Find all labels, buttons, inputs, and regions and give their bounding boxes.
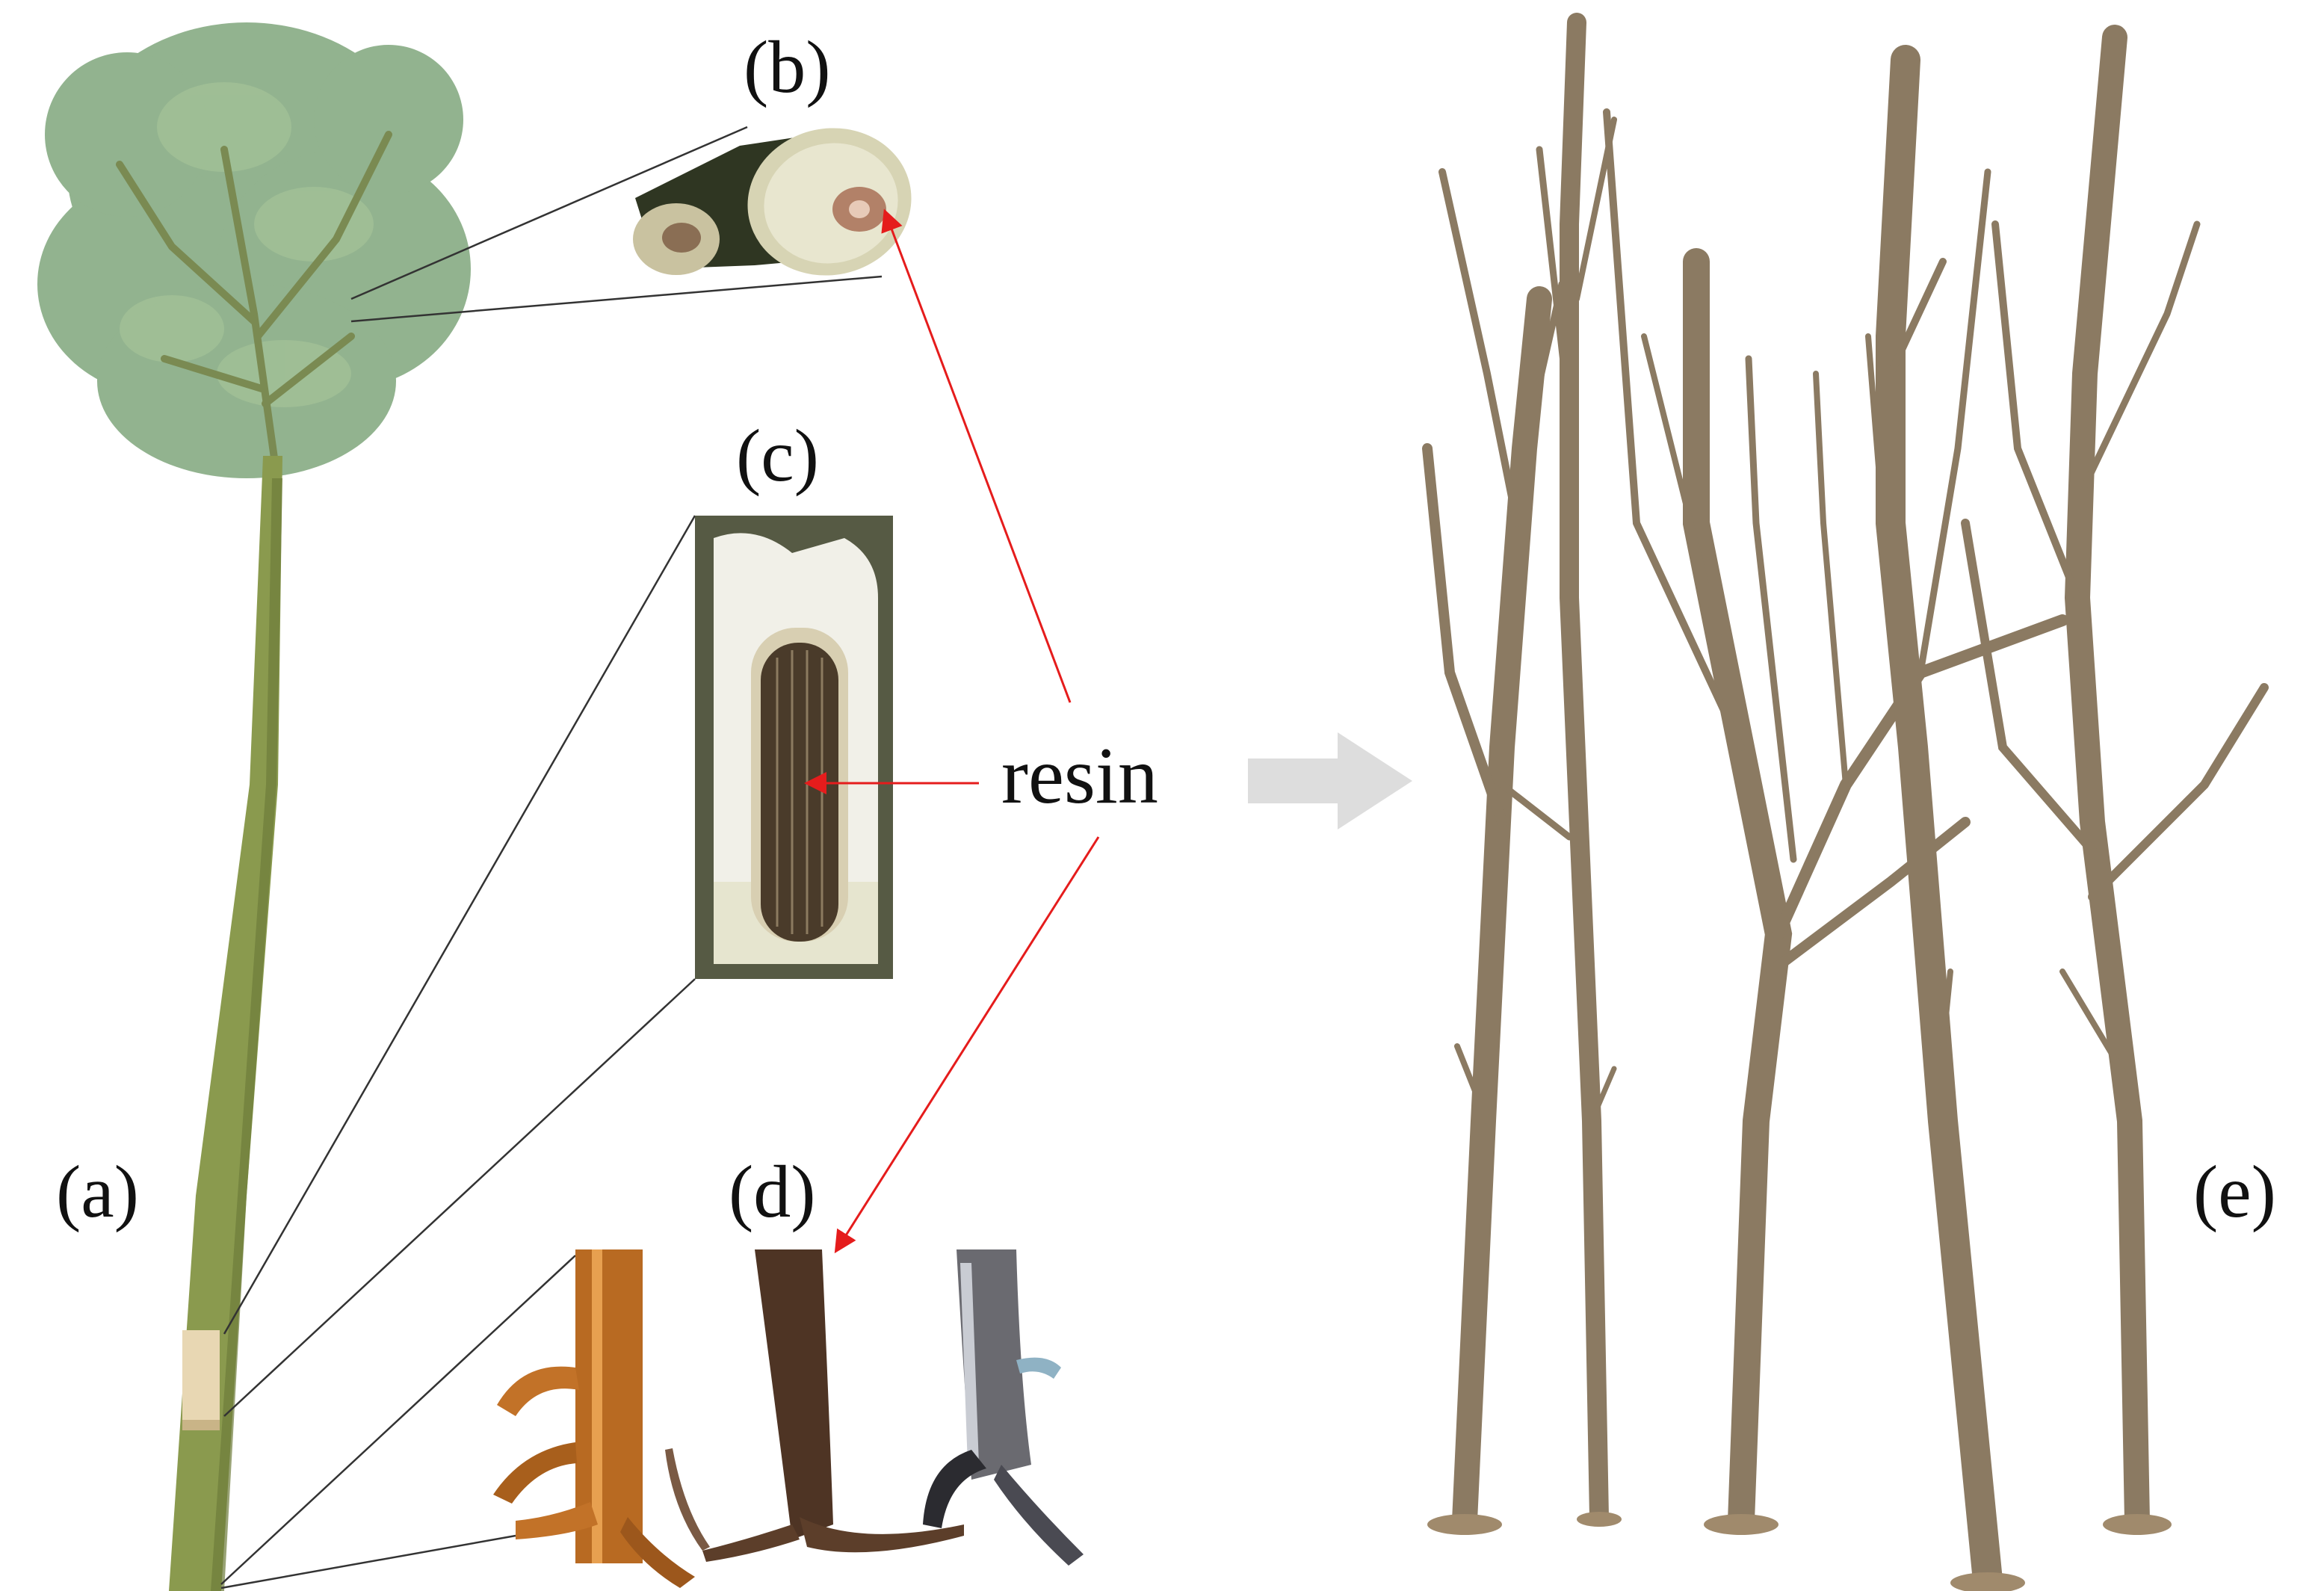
resin-arrows — [804, 208, 1100, 1254]
dead-tree-4 — [1865, 45, 2003, 1591]
panel-d-root-samples — [493, 1249, 1084, 1588]
resin-arrow-to-b — [881, 208, 1072, 703]
resin-label: resin — [1001, 732, 1158, 821]
trunk-wound-edge — [182, 1420, 220, 1430]
tree-trunk — [169, 456, 282, 1591]
small-section-core — [662, 223, 701, 253]
panel-label-c: (c) — [736, 414, 819, 497]
large-section-resin-core — [849, 200, 870, 218]
panel-label-b: (b) — [744, 25, 831, 108]
panel-c-wound-section — [695, 516, 893, 979]
large-section-inner — [764, 143, 898, 264]
panel-label-a: (a) — [56, 1150, 139, 1233]
root-sample-grey — [923, 1249, 1084, 1566]
dead-tree-2 — [1536, 13, 1617, 1527]
root-sample-amber — [493, 1249, 695, 1588]
panel-b-branch-section — [633, 128, 912, 276]
panel-a-living-tree — [37, 22, 471, 1591]
panel-label-e: (e) — [2193, 1150, 2276, 1233]
resin-channel — [761, 643, 838, 942]
tree-branches — [116, 131, 392, 467]
panel-label-d: (d) — [729, 1150, 816, 1233]
connector-lines — [220, 126, 883, 1590]
dead-tree-1 — [1422, 168, 1573, 1533]
resin-arrow-to-d — [834, 836, 1100, 1254]
right-arrow-icon — [1248, 732, 1412, 830]
dead-tree-bases — [1427, 1512, 2172, 1591]
trunk-wound — [182, 1330, 220, 1420]
dead-tree-5 — [1961, 25, 2269, 1533]
tree-crown-highlights — [120, 82, 374, 407]
root-sample-dark — [665, 1249, 964, 1562]
panel-e-dead-trees — [1422, 13, 2269, 1591]
dead-tree-3 — [1603, 108, 2068, 1534]
trunk-shade — [211, 478, 282, 1591]
